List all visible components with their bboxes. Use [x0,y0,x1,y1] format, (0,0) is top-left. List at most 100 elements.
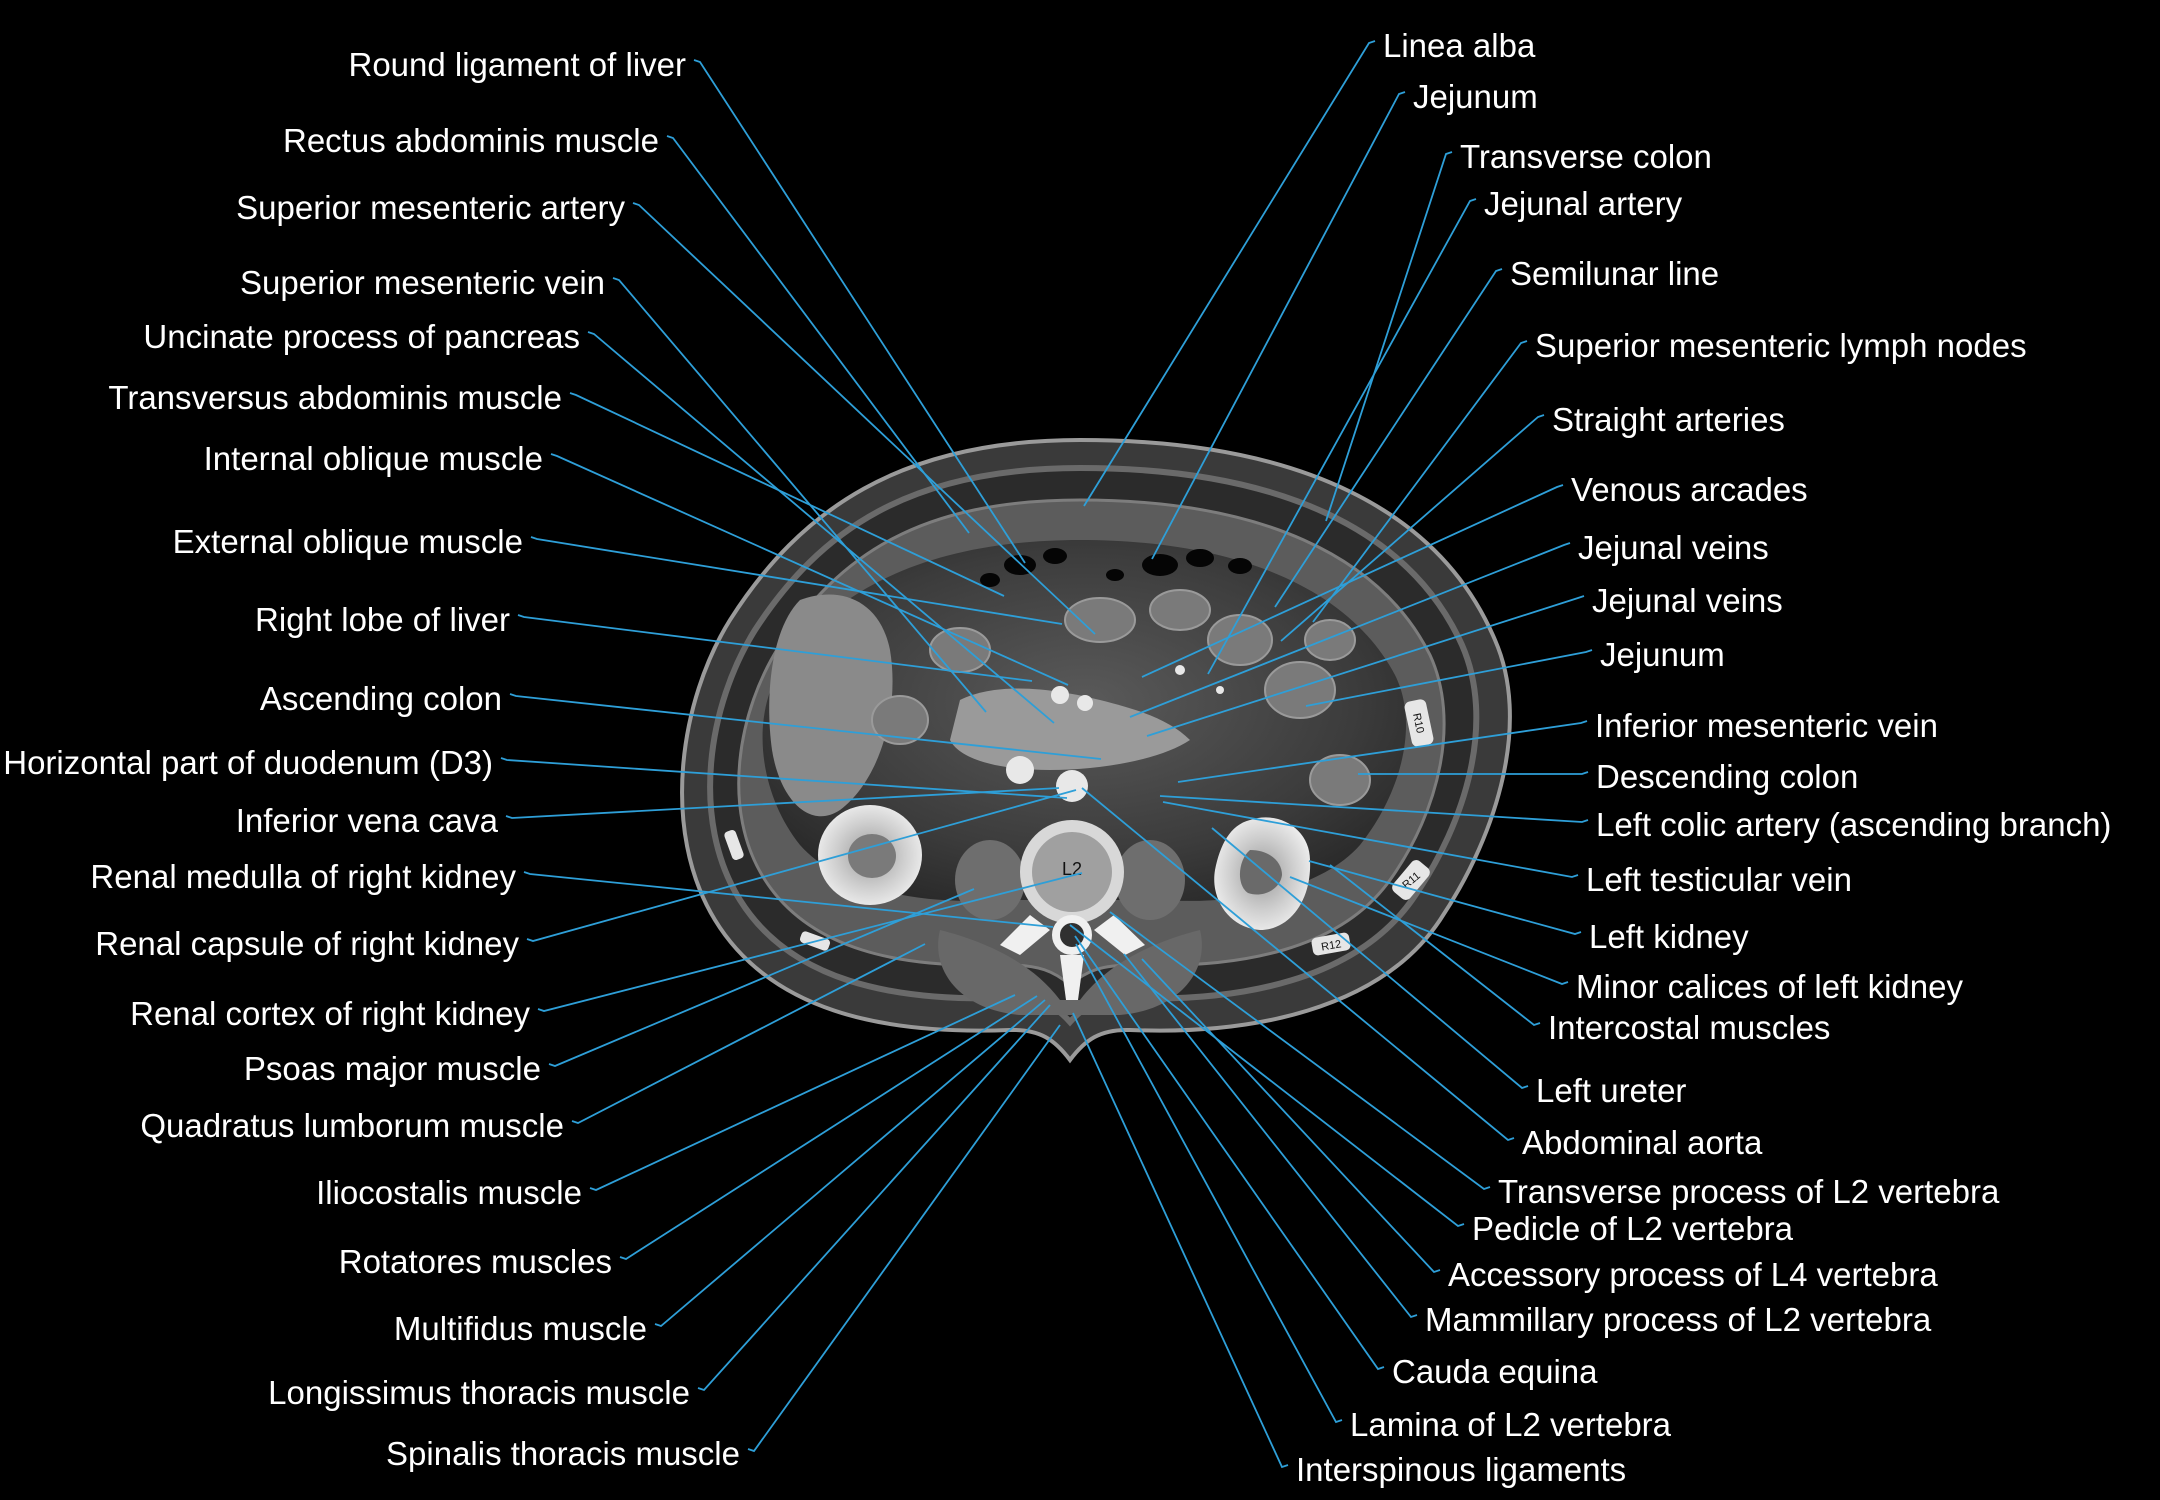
label-right-1: Jejunum [1413,78,1538,115]
label-right-20: Transverse process of L2 vertebra [1498,1173,2000,1210]
leader-right-13 [1159,795,1589,823]
leader-right-3 [1207,198,1477,675]
leader-right-24 [1074,935,1385,1371]
label-left-9: Ascending colon [260,680,502,717]
label-right-18: Left ureter [1536,1072,1686,1109]
leader-right-8 [1129,542,1571,718]
label-right-21: Pedicle of L2 vertebra [1472,1210,1794,1247]
paraspinal-muscles [938,930,1202,1015]
leader-right-22 [1141,958,1441,1274]
leader-right-12 [1358,771,1589,775]
label-left-15: Psoas major muscle [244,1050,541,1087]
leader-right-1 [1151,91,1406,560]
right-kidney [818,805,922,905]
leader-right-26 [1072,1012,1289,1469]
label-left-0: Round ligament of liver [348,46,686,83]
leader-right-6 [1280,414,1545,642]
label-left-6: Internal oblique muscle [204,440,543,477]
leader-right-15 [1308,860,1582,935]
leader-right-18 [1211,827,1529,1090]
label-left-8: Right lobe of liver [255,601,510,638]
leader-left-9 [509,693,1102,760]
label-left-1: Rectus abdominis muscle [283,122,659,159]
label-left-10: Horizontal part of duodenum (D3) [3,744,493,781]
label-right-0: Linea alba [1383,27,1536,64]
leader-right-10 [1305,649,1593,707]
label-right-3: Jejunal artery [1484,185,1683,222]
label-right-22: Accessory process of L4 vertebra [1448,1256,1938,1293]
leader-left-17 [589,994,1016,1191]
label-left-3: Superior mesenteric vein [240,264,605,301]
leader-left-3 [612,277,987,713]
leader-right-11 [1177,720,1588,783]
leader-left-20 [697,1004,1051,1392]
label-right-10: Jejunum [1600,636,1725,673]
label-left-11: Inferior vena cava [236,802,499,839]
leader-left-7 [530,536,1063,625]
leader-right-2 [1325,151,1453,522]
label-left-5: Transversus abdominis muscle [108,379,562,416]
label-right-2: Transverse colon [1460,138,1712,175]
ribs: R10 R11 R12 [724,699,1434,956]
leader-right-19 [1081,787,1515,1142]
label-left-4: Uncinate process of pancreas [143,318,580,355]
leader-left-16 [571,943,926,1124]
leader-left-2 [632,202,1096,635]
label-right-19: Abdominal aorta [1522,1124,1763,1161]
leader-right-16 [1289,876,1569,985]
ct-scan-image: L2 R10 R11 R12 [680,437,1512,1064]
label-left-16: Quadratus lumborum muscle [140,1107,564,1144]
leader-left-13 [526,789,1077,942]
label-right-6: Straight arteries [1552,401,1785,438]
leader-right-25 [1075,943,1343,1424]
leader-left-11 [505,787,1060,819]
label-right-8: Jejunal veins [1578,529,1769,566]
leader-right-21 [1069,924,1465,1228]
leader-right-14 [1162,801,1579,878]
label-left-18: Rotatores muscles [339,1243,612,1280]
label-left-13: Renal capsule of right kidney [95,925,519,962]
label-left-20: Longissimus thoracis muscle [268,1374,690,1411]
label-right-11: Inferior mesenteric vein [1595,707,1938,744]
leader-left-10 [500,757,1068,799]
leader-left-18 [619,995,1038,1260]
label-left-2: Superior mesenteric artery [236,189,625,226]
leader-right-7 [1141,484,1564,678]
label-left-14: Renal cortex of right kidney [130,995,530,1032]
label-right-14: Left testicular vein [1586,861,1852,898]
label-left-19: Multifidus muscle [394,1310,647,1347]
leader-left-8 [517,614,1033,682]
leader-left-1 [666,135,970,534]
leader-right-9 [1146,595,1585,737]
leader-left-0 [693,59,1026,564]
leader-right-20 [1109,911,1491,1191]
label-right-12: Descending colon [1596,758,1858,795]
leader-left-15 [548,888,975,1067]
label-right-24: Cauda equina [1392,1353,1598,1390]
label-right-23: Mammillary process of L2 vertebra [1425,1301,1932,1338]
label-right-25: Lamina of L2 vertebra [1350,1406,1672,1443]
leader-right-4 [1274,268,1503,608]
label-right-9: Jejunal veins [1592,582,1783,619]
leader-left-12 [523,871,1054,928]
label-left-7: External oblique muscle [173,523,523,560]
label-right-13: Left colic artery (ascending branch) [1596,806,2111,843]
label-left-17: Iliocostalis muscle [316,1174,582,1211]
leader-left-4 [587,331,1055,724]
liver [769,594,893,817]
label-right-4: Semilunar line [1510,255,1719,292]
label-right-16: Minor calices of left kidney [1576,968,1963,1005]
rib-label-r10: R10 [1410,712,1426,734]
leader-left-6 [550,453,1069,686]
leader-lines [500,40,1593,1469]
label-left-12: Renal medulla of right kidney [90,858,516,895]
l2-vertebra: L2 [1000,820,1145,1000]
leader-right-5 [1312,340,1528,623]
leader-right-23 [1123,953,1418,1319]
major-vessels [1006,665,1224,802]
label-right-26: Interspinous ligaments [1296,1451,1626,1488]
rib-label-r12: R12 [1320,938,1342,953]
